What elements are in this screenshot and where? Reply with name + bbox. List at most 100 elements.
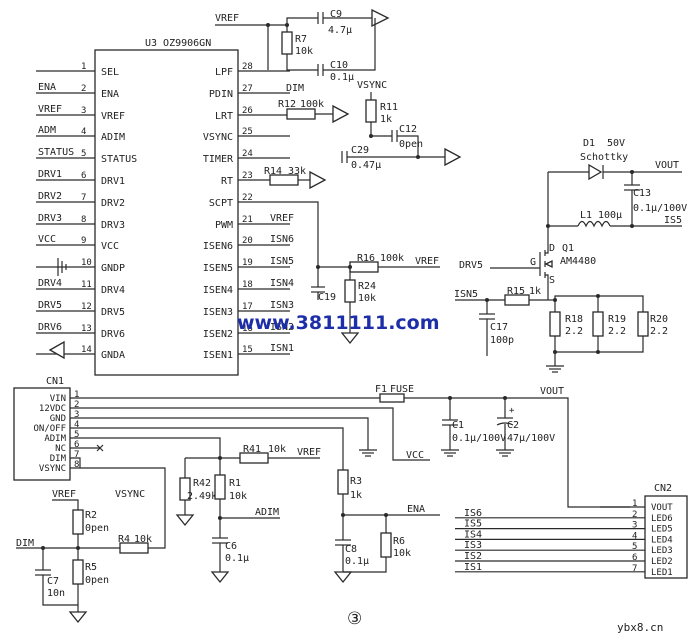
ic-left-pin-name: SEL xyxy=(101,67,119,78)
r7-ref: R7 xyxy=(295,34,307,45)
ic-left-pin-number: 4 xyxy=(81,127,86,137)
ic-right-pin-number: 25 xyxy=(242,127,253,137)
ic-left-pin-net: VCC xyxy=(38,234,56,245)
r1-ref: R1 xyxy=(229,478,241,489)
ic-left-pin-number: 8 xyxy=(81,215,86,225)
ic-right-pin-name: SCPT xyxy=(209,198,233,209)
cn2-net-label: IS4 xyxy=(464,529,482,540)
r15-ref: R15 xyxy=(507,286,525,297)
ic-right-pin-name: ISEN4 xyxy=(203,285,233,296)
cn2-pin-number: 6 xyxy=(632,553,637,563)
ic-left-pin-net: DRV3 xyxy=(38,213,62,224)
r12-arrow-symbol xyxy=(332,104,350,124)
watermark-text: www.3811111.com xyxy=(237,312,440,334)
ic-left-pin-number: 6 xyxy=(81,171,86,181)
ic-left-pin-number: 13 xyxy=(81,324,92,334)
r3-resistor xyxy=(337,469,349,495)
net-dim: DIM xyxy=(16,538,34,549)
ic-right-pin-net: ISN1 xyxy=(270,343,294,354)
r20-resistor xyxy=(637,311,649,337)
ic-right-pin-name: PDIN xyxy=(209,89,233,100)
cn2-pin-name: VOUT xyxy=(651,503,673,513)
cn1-pin-name: ADIM xyxy=(44,434,66,444)
gndp-ground-symbol xyxy=(57,258,67,276)
r6-resistor xyxy=(380,532,392,558)
c12-ref: C12 xyxy=(399,124,417,135)
r24-value: 10k xyxy=(358,293,376,304)
r2-resistor xyxy=(72,509,84,535)
r18-value: 2.2 xyxy=(565,326,583,337)
ic-left-pin-name: DRV2 xyxy=(101,198,125,209)
cn2-pin-number: 4 xyxy=(632,531,637,541)
net-dim-pin27: DIM xyxy=(286,83,304,94)
cn1-pin-number: 7 xyxy=(74,450,79,460)
c13-ref: C13 xyxy=(633,188,651,199)
net-vout-top: VOUT xyxy=(655,160,679,171)
ic-left-pin-number: 5 xyxy=(81,149,86,159)
ic-right-pin-number: 15 xyxy=(242,345,253,355)
cn2-pin-name: LED6 xyxy=(651,514,673,524)
ic-right-pin-name: TIMER xyxy=(203,154,234,165)
ic-right-pin-name: ISEN2 xyxy=(203,329,233,340)
cn2-pin-number: 3 xyxy=(632,521,637,531)
ic-left-pin-number: 10 xyxy=(81,258,92,268)
ic-left-pin-number: 2 xyxy=(81,84,86,94)
r42-ref: R42 xyxy=(193,478,211,489)
cn2-pin-number: 5 xyxy=(632,542,637,552)
r7-resistor xyxy=(281,31,293,55)
r6-value: 10k xyxy=(393,548,411,559)
cn2-body xyxy=(644,495,688,579)
cn2-pin-name: LED3 xyxy=(651,546,673,556)
r19-value: 2.2 xyxy=(608,326,626,337)
c6-ground-symbol xyxy=(210,571,230,584)
ic-right-pin-net: ISN3 xyxy=(270,300,294,311)
ic-left-pin-net: ADM xyxy=(38,125,56,136)
c2-value: 47μ/100V xyxy=(507,433,555,444)
lpf-network: VREF C9 4.7μ R7 10k C10 0.1μ xyxy=(215,8,390,83)
cn1-pin-number: 5 xyxy=(74,430,79,440)
c8-ref: C8 xyxy=(345,544,357,555)
d1-diode xyxy=(588,163,603,181)
c29-value: 0.47μ xyxy=(351,160,381,171)
l1-ref: L1 xyxy=(580,210,592,221)
r16-value: 100k xyxy=(380,253,404,264)
f1-ref: F1 xyxy=(375,384,387,395)
c29-network: C29 0.47μ xyxy=(341,145,462,171)
f1-value: FUSE xyxy=(390,384,414,395)
q1-value: AM4480 xyxy=(560,256,596,267)
power-stage: D1 50V Schottky VOUT C13 0.1μ/100V L1 10… xyxy=(454,138,687,373)
c9-value: 4.7μ xyxy=(328,25,352,36)
dim-network: VREF VSYNC R2 0pen DIM R4 10k C7 10n R5 … xyxy=(16,489,152,624)
ic-left-pin-net: DRV4 xyxy=(38,278,62,289)
net-vout-cn1: VOUT xyxy=(540,386,564,397)
ic-left-pin-number: 7 xyxy=(81,193,86,203)
cn1-pin-number: 2 xyxy=(74,400,79,410)
c17-value: 100p xyxy=(490,335,514,346)
r20-ref: R20 xyxy=(650,314,668,325)
net-vref-r16: VREF xyxy=(415,256,439,267)
r19-resistor xyxy=(592,311,604,337)
cn1-pin-name: VIN xyxy=(50,394,66,404)
ic-u3-label: U3 OZ9906GN xyxy=(145,38,211,49)
cn2-pin-number: 1 xyxy=(632,499,637,509)
r1-value: 10k xyxy=(229,491,247,502)
c6-ref: C6 xyxy=(225,541,237,552)
svg-text:+: + xyxy=(509,406,515,416)
ic-left-pin-net: DRV2 xyxy=(38,191,62,202)
r5-resistor xyxy=(72,559,84,585)
ic-right-pin-number: 26 xyxy=(242,106,253,116)
c6-value: 0.1μ xyxy=(225,553,249,564)
q1-d: D xyxy=(549,243,555,254)
r12-resistor xyxy=(286,108,316,120)
ic-left-pin-name: DRV5 xyxy=(101,307,125,318)
ic-left-pin-name: VCC xyxy=(101,241,119,252)
cn2-pin-number: 2 xyxy=(632,510,637,520)
r2-value: 0pen xyxy=(85,523,109,534)
c8-value: 0.1μ xyxy=(345,556,369,567)
ic-right-pin-net: ISN5 xyxy=(270,256,294,267)
r12-value: 100k xyxy=(300,99,324,110)
c10-value: 0.1μ xyxy=(330,72,354,83)
cn1-pin-name: 12VDC xyxy=(39,404,66,414)
r5-value: 0pen xyxy=(85,575,109,586)
